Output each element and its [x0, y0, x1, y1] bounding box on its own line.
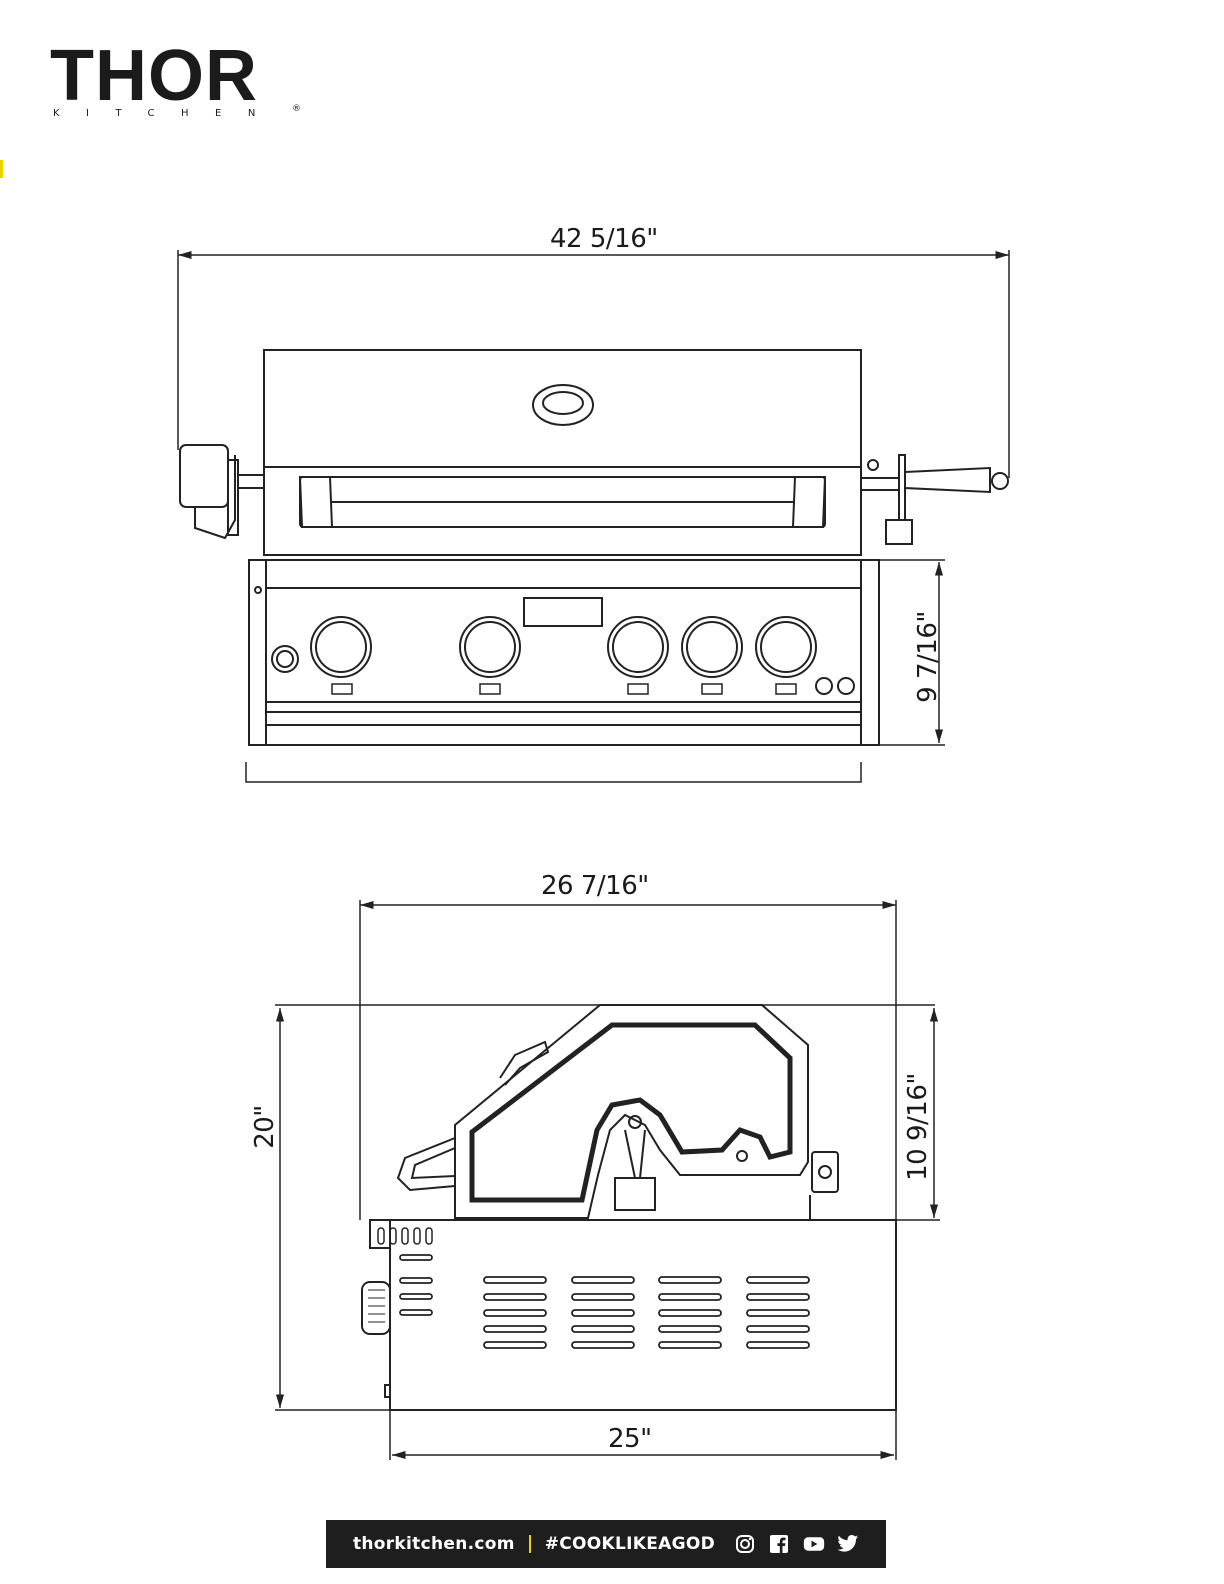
social-icons — [735, 1534, 859, 1554]
footer-bar: thorkitchen.com #COOKLIKEAGOD — [326, 1520, 886, 1568]
front-height-label: 9 7/16" — [913, 597, 943, 717]
website-link[interactable]: thorkitchen.com — [353, 1534, 515, 1554]
side-view — [275, 900, 940, 1460]
hashtag-text: #COOKLIKEAGOD — [545, 1534, 715, 1554]
vent-slots — [400, 1255, 809, 1348]
side-hood-height-label: 10 9/16" — [903, 1057, 933, 1197]
youtube-icon[interactable] — [803, 1534, 825, 1554]
footer-separator — [529, 1535, 531, 1553]
facebook-icon[interactable] — [769, 1534, 791, 1554]
knob-end-plate — [378, 1228, 432, 1244]
side-top-width-label: 26 7/16" — [541, 871, 649, 901]
side-base-width-label: 25" — [608, 1424, 652, 1454]
instagram-icon[interactable] — [735, 1534, 757, 1554]
side-total-height-label: 20" — [250, 1087, 280, 1167]
front-view — [178, 250, 1009, 782]
twitter-icon[interactable] — [837, 1534, 859, 1554]
front-width-label: 42 5/16" — [550, 224, 658, 254]
